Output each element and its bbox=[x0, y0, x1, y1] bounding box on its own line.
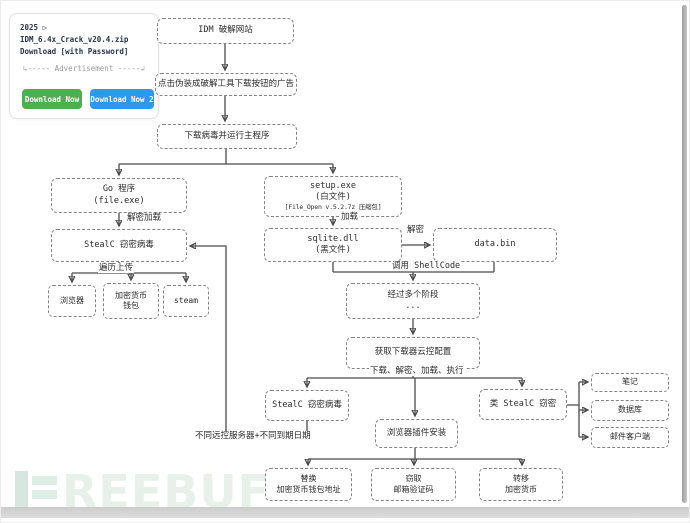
node-label: StealC 窃密病毒 bbox=[84, 239, 154, 250]
node-label: ... bbox=[405, 301, 421, 311]
node-data-bin: data.bin bbox=[433, 228, 557, 262]
node-label: 经过多个阶段 bbox=[387, 289, 439, 300]
connector-run-split bbox=[119, 149, 333, 165]
node-notes: 笔记 bbox=[591, 373, 669, 392]
node-label: (file.exe) bbox=[93, 195, 145, 206]
node-mail-client: 邮件客户端 bbox=[591, 427, 669, 448]
node-setup-exe: setup.exe (白文件) [File_Open v.5.2.7z 压缩包] bbox=[264, 176, 402, 217]
node-label: StealC 窃密病毒 bbox=[272, 399, 342, 410]
node-label: 下载病毒并运行主程序 bbox=[184, 130, 270, 141]
watermark-logo-icon bbox=[32, 476, 57, 499]
node-fake-ad-click: 点击伪装成破解工具下载按钮的广告 bbox=[155, 73, 297, 96]
node-stealc-virus-1: StealC 窃密病毒 bbox=[51, 229, 187, 262]
node-crypto-wallet: 加密货币 钱包 bbox=[103, 283, 159, 319]
ad-title: 2025 ▷ IDM_6.4x_Crack_v20.4.zip Download… bbox=[20, 22, 152, 58]
edge-label-download-steps: 下载、解密、加载、执行 bbox=[369, 366, 465, 377]
node-label: setup.exe bbox=[309, 181, 357, 192]
node-browser: 浏览器 bbox=[48, 285, 96, 317]
node-label: 钱包 bbox=[123, 301, 139, 310]
node-label: 加密货币钱包地址 bbox=[276, 484, 341, 494]
download-now-button[interactable]: Download Now bbox=[22, 89, 82, 109]
node-label: 替换 bbox=[300, 474, 317, 484]
watermark-logo-bar bbox=[15, 471, 28, 513]
node-label: (黑文件) bbox=[315, 245, 351, 255]
edge-label-load: 加载 bbox=[340, 212, 360, 223]
node-label: 邮箱验证码 bbox=[393, 484, 434, 494]
connector-plugin-bus bbox=[308, 448, 522, 460]
node-multiple-stages: 经过多个阶段 ... bbox=[346, 283, 480, 319]
connector-stealc-like-bus bbox=[567, 382, 580, 437]
edge-label-call-shellcode: 调用 ShellCode bbox=[391, 261, 462, 272]
node-label: IDM 破解网站 bbox=[198, 25, 253, 36]
node-label: 浏览器插件安装 bbox=[386, 427, 447, 438]
node-label: steam bbox=[173, 295, 199, 305]
vertical-scrollbar[interactable] bbox=[682, 5, 687, 503]
node-label: 点击伪装成破解工具下载按钮的广告 bbox=[158, 78, 295, 89]
node-label: (白文件) bbox=[315, 192, 351, 203]
node-label: [File_Open v.5.2.7z 压缩包] bbox=[284, 203, 382, 212]
ad-title-line1: 2025 ▷ IDM_6.4x_Crack_v20.4.zip bbox=[20, 23, 129, 44]
node-browser-plugin-install: 浏览器插件安装 bbox=[375, 419, 458, 448]
node-label: 加密货币 bbox=[115, 290, 147, 300]
advertisement-label: ↳----- Advertisement -----↲ bbox=[23, 64, 145, 73]
node-cloud-config: 获取下载器云控配置 bbox=[346, 337, 480, 369]
node-transfer-crypto: 转移 加密货币 bbox=[479, 468, 563, 501]
node-stealc-virus-2: StealC 窃密病毒 bbox=[265, 390, 349, 421]
edge-label-decrypt-load: 解密加载 bbox=[126, 213, 163, 224]
node-label: 转移 bbox=[513, 474, 529, 484]
download-ad-card: 2025 ▷ IDM_6.4x_Crack_v20.4.zip Download… bbox=[9, 13, 159, 119]
node-run-main-program: 下载病毒并运行主程序 bbox=[157, 124, 297, 149]
edge-label-decrypt: 解密 bbox=[406, 225, 426, 236]
node-label: Go 程序 bbox=[102, 184, 136, 195]
node-steam: steam bbox=[163, 285, 209, 317]
node-label: 浏览器 bbox=[60, 295, 84, 305]
node-label: 窃取 bbox=[405, 474, 422, 484]
node-stealc-like: 类 StealC 窃密 bbox=[479, 389, 567, 420]
node-label: data.bin bbox=[474, 239, 516, 250]
edge-label-traverse-upload: 遍历上传 bbox=[98, 263, 135, 274]
node-sqlite-dll: sqlite.dll (黑文件) bbox=[264, 228, 402, 262]
node-idm-crack-site: IDM 破解网站 bbox=[157, 18, 294, 44]
node-label: 数据库 bbox=[618, 405, 642, 415]
node-label: sqlite.dll bbox=[307, 233, 359, 244]
node-label: 加密货币 bbox=[505, 484, 537, 494]
node-label: 邮件客户端 bbox=[610, 432, 650, 442]
node-steal-email-code: 窃取 邮箱验证码 bbox=[371, 468, 456, 501]
node-label: 笔记 bbox=[622, 377, 638, 387]
edge-label-c2-note: 不同远控服务器+不同到期日期 bbox=[194, 431, 312, 442]
node-go-program: Go 程序 (file.exe) bbox=[51, 178, 187, 213]
horizontal-scrollbar[interactable] bbox=[1, 507, 689, 518]
node-replace-wallet-address: 替换 加密货币钱包地址 bbox=[265, 468, 352, 501]
node-label: 类 StealC 窃密 bbox=[489, 398, 557, 409]
ad-title-line2: Download [with Password] bbox=[20, 47, 129, 56]
download-now-2-button[interactable]: Download Now 2 bbox=[90, 89, 154, 109]
node-label: 获取下载器云控配置 bbox=[374, 347, 452, 358]
node-database: 数据库 bbox=[591, 400, 669, 421]
